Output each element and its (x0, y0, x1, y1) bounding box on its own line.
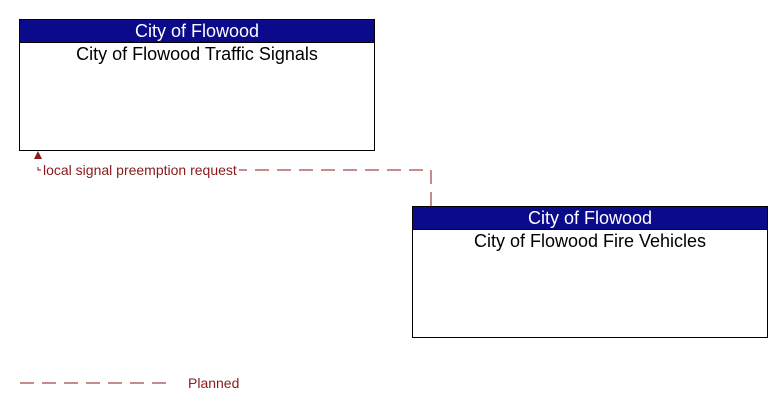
arrowhead-icon (34, 151, 42, 159)
node-title: City of Flowood Traffic Signals (76, 44, 318, 64)
node-owner-header: City of Flowood (20, 20, 374, 43)
flow-label: local signal preemption request (41, 161, 239, 179)
fire-vehicles-node[interactable]: City of Flowood City of Flowood Fire Veh… (412, 206, 768, 338)
legend-planned-label: Planned (188, 375, 240, 391)
traffic-signals-node[interactable]: City of Flowood City of Flowood Traffic … (19, 19, 375, 151)
node-title: City of Flowood Fire Vehicles (473, 231, 707, 251)
node-owner-header: City of Flowood (413, 207, 767, 230)
